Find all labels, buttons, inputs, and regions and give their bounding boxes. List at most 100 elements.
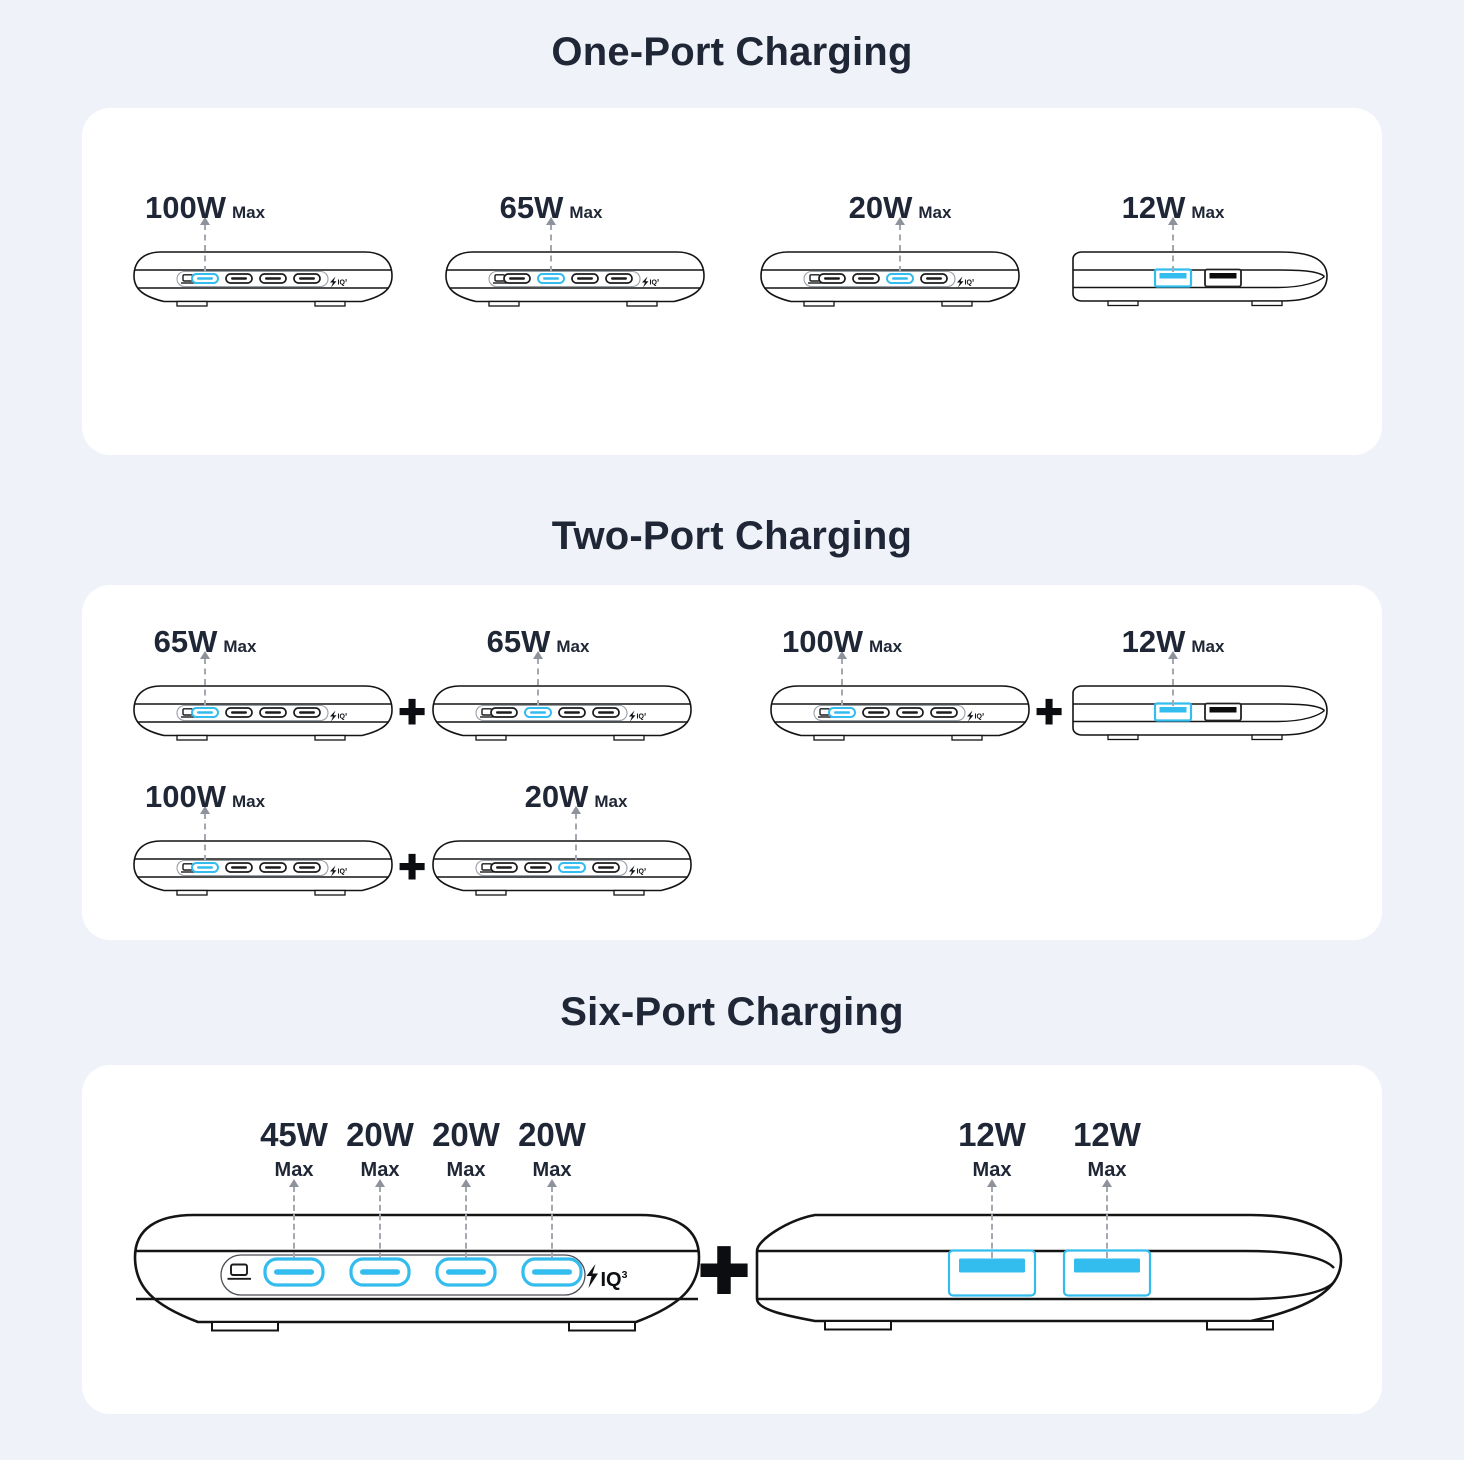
device-usbc-front: IQ3 bbox=[133, 840, 393, 896]
usb-c-port-highlighted bbox=[537, 273, 565, 284]
plus-sign: + bbox=[1035, 685, 1064, 737]
usb-c-port bbox=[225, 707, 253, 718]
usb-c-port bbox=[293, 862, 321, 873]
lightning-icon bbox=[629, 710, 636, 722]
svg-text:IQ3: IQ3 bbox=[601, 1269, 628, 1291]
usb-c-port bbox=[293, 707, 321, 718]
svg-text:IQ3: IQ3 bbox=[338, 866, 348, 875]
poweriq-badge: IQ3 bbox=[330, 865, 348, 877]
section-title-two-port: Two-Port Charging bbox=[551, 514, 913, 558]
usb-a-port-highlighted bbox=[1153, 702, 1193, 722]
arrow-up-dashed bbox=[546, 217, 556, 272]
usb-c-port-highlighted bbox=[191, 707, 219, 718]
arrow-up-dashed bbox=[200, 651, 210, 706]
svg-text:IQ3: IQ3 bbox=[965, 277, 975, 286]
usb-c-port bbox=[818, 273, 846, 284]
section-title-six-port: Six-Port Charging bbox=[560, 990, 904, 1034]
usb-c-port bbox=[259, 273, 287, 284]
plus-sign: + bbox=[398, 840, 427, 892]
lightning-icon bbox=[967, 710, 974, 722]
poweriq-badge: IQ3 bbox=[586, 1264, 628, 1291]
svg-text:IQ3: IQ3 bbox=[637, 866, 647, 875]
arrow-up-dashed bbox=[837, 651, 847, 706]
arrow-up-dashed bbox=[375, 1179, 385, 1258]
lightning-icon bbox=[957, 276, 964, 288]
usb-c-port bbox=[490, 707, 518, 718]
usb-c-port-highlighted bbox=[521, 1257, 583, 1287]
usb-c-port bbox=[852, 273, 880, 284]
svg-text:IQ3: IQ3 bbox=[637, 711, 647, 720]
usb-c-port-highlighted bbox=[558, 862, 586, 873]
lightning-icon bbox=[642, 276, 649, 288]
device-usbc-front: IQ3 bbox=[760, 251, 1020, 307]
usb-c-port bbox=[259, 707, 287, 718]
arrow-up-dashed bbox=[533, 651, 543, 706]
arrow-up-dashed bbox=[1168, 651, 1178, 706]
svg-text:IQ3: IQ3 bbox=[975, 711, 985, 720]
arrow-up-dashed bbox=[289, 1179, 299, 1258]
lightning-icon bbox=[586, 1264, 598, 1288]
lightning-icon bbox=[330, 865, 337, 877]
lightning-icon bbox=[330, 276, 337, 288]
usb-c-port bbox=[605, 273, 633, 284]
poweriq-badge: IQ3 bbox=[629, 710, 647, 722]
poweriq-badge: IQ3 bbox=[642, 276, 660, 288]
arrow-up-dashed bbox=[571, 806, 581, 861]
usb-c-port bbox=[896, 707, 924, 718]
usb-c-port-highlighted bbox=[191, 862, 219, 873]
laptop-icon bbox=[227, 1263, 251, 1280]
lightning-icon bbox=[629, 865, 636, 877]
usb-c-port-highlighted bbox=[349, 1257, 411, 1287]
usb-c-port bbox=[862, 707, 890, 718]
arrow-up-dashed bbox=[200, 806, 210, 861]
usb-c-port-highlighted bbox=[191, 273, 219, 284]
arrow-up-dashed bbox=[895, 217, 905, 272]
poweriq-badge: IQ3 bbox=[330, 710, 348, 722]
arrow-up-dashed bbox=[1168, 217, 1178, 272]
arrow-up-dashed bbox=[1102, 1179, 1112, 1258]
device-usba-back-large bbox=[755, 1213, 1343, 1331]
arrow-up-dashed bbox=[200, 217, 210, 272]
usb-c-port bbox=[592, 862, 620, 873]
usb-c-port bbox=[920, 273, 948, 284]
svg-text:IQ3: IQ3 bbox=[338, 277, 348, 286]
arrow-up-dashed bbox=[987, 1179, 997, 1258]
poweriq-badge: IQ3 bbox=[967, 710, 985, 722]
device-usba-back bbox=[1072, 685, 1328, 741]
usb-a-port-highlighted bbox=[1153, 268, 1193, 288]
poweriq-badge: IQ3 bbox=[957, 276, 975, 288]
usb-c-port bbox=[930, 707, 958, 718]
svg-text:IQ3: IQ3 bbox=[338, 711, 348, 720]
arrow-up-dashed bbox=[547, 1179, 557, 1258]
usb-c-port-highlighted bbox=[263, 1257, 325, 1287]
poweriq-badge: IQ3 bbox=[629, 865, 647, 877]
usb-c-port bbox=[558, 707, 586, 718]
device-usbc-front-large: IQ3 bbox=[133, 1213, 701, 1332]
svg-text:IQ3: IQ3 bbox=[650, 277, 660, 286]
usb-c-port bbox=[225, 273, 253, 284]
section-title-one-port: One-Port Charging bbox=[551, 30, 913, 74]
device-usbc-front: IQ3 bbox=[432, 840, 692, 896]
device-usbc-front: IQ3 bbox=[445, 251, 705, 307]
usb-c-port bbox=[524, 862, 552, 873]
usb-c-port bbox=[503, 273, 531, 284]
usb-c-port bbox=[571, 273, 599, 284]
usb-c-port-highlighted bbox=[886, 273, 914, 284]
usb-c-port-highlighted bbox=[435, 1257, 497, 1287]
usb-c-port bbox=[259, 862, 287, 873]
